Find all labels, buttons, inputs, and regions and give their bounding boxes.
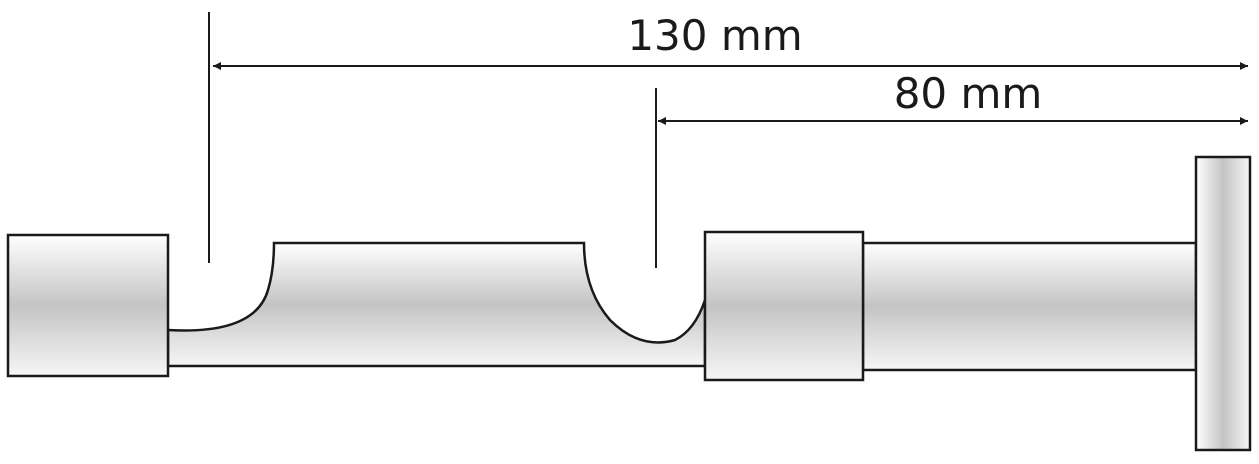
dimension-label-130: 130 mm <box>627 11 802 60</box>
middle-collar <box>703 230 865 382</box>
bracket-arm <box>166 241 707 368</box>
bracket-rod <box>861 241 1198 372</box>
dimension-label-80: 80 mm <box>894 69 1043 118</box>
end-cap <box>6 233 170 378</box>
wall-plate <box>1194 155 1252 452</box>
